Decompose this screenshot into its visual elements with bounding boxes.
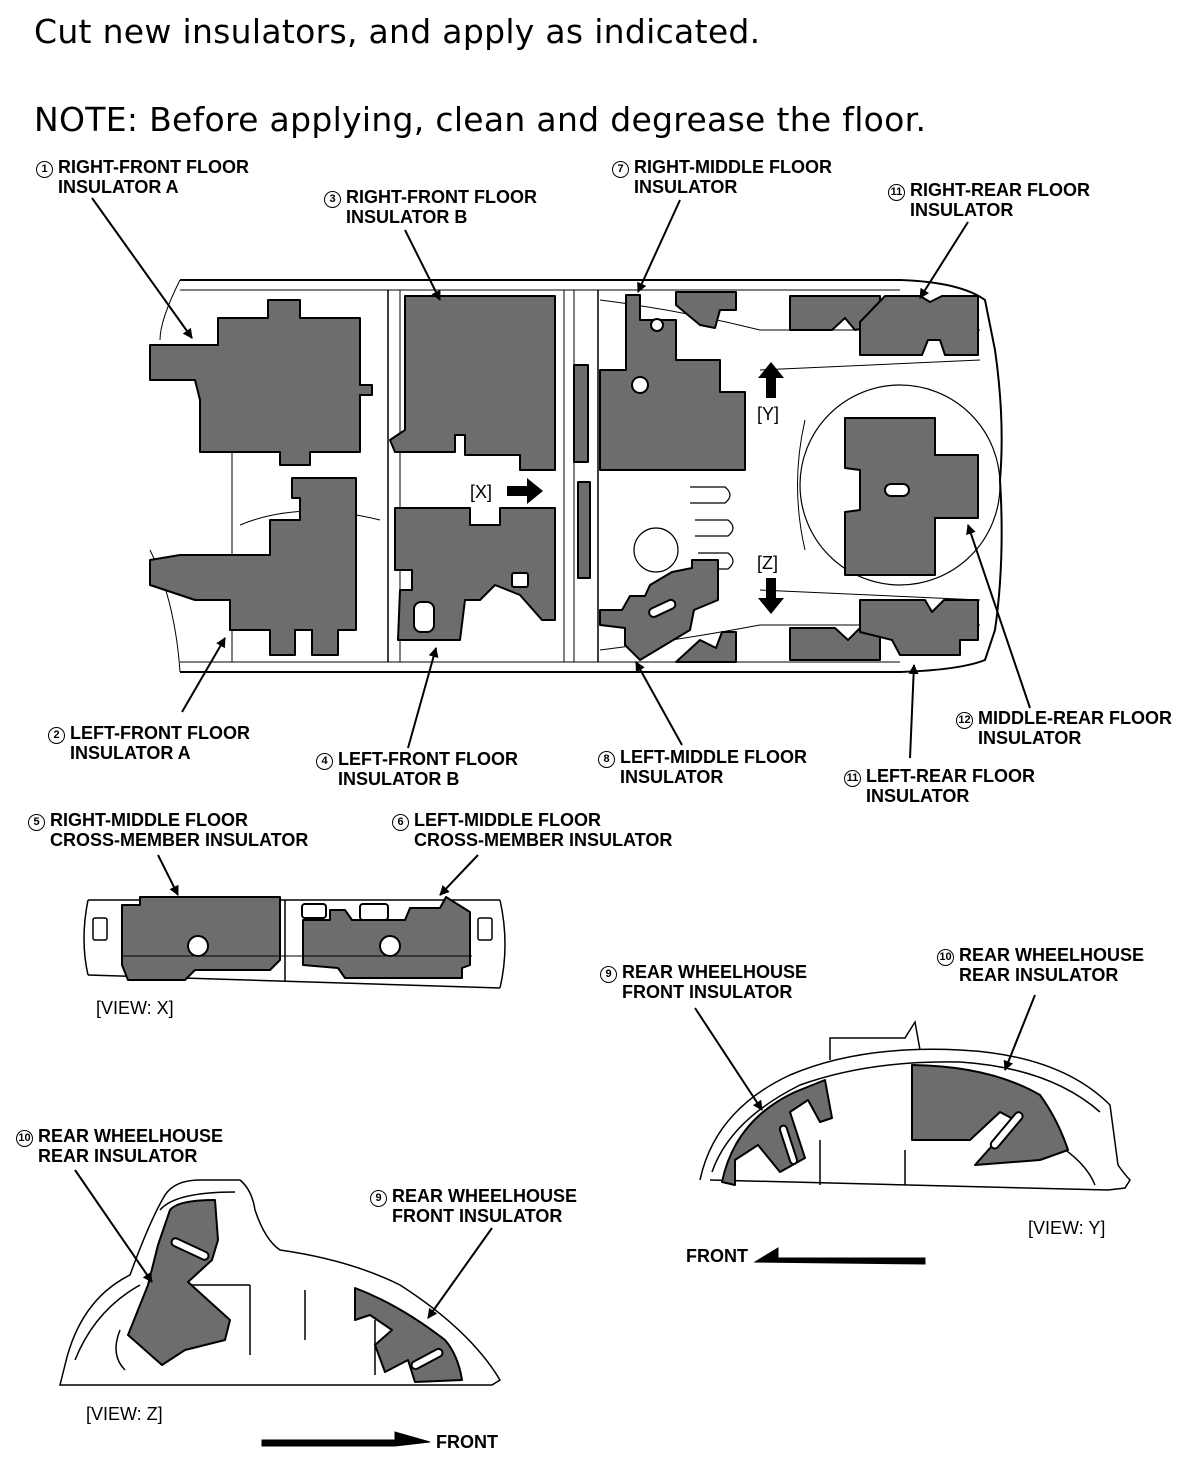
insulator-9-view-z <box>354 1287 463 1383</box>
view-marker-y: [Y] <box>757 404 780 424</box>
insulator-3 <box>389 295 556 471</box>
insulator-7 <box>599 294 746 471</box>
view-caption-z: [VIEW: Z] <box>86 1404 163 1424</box>
insulator-11-left-c <box>859 599 979 656</box>
arrow-y-icon <box>758 362 784 398</box>
insulator-10-view-z <box>127 1199 231 1366</box>
insulator-11-right <box>675 291 737 329</box>
view-marker-z: [Z] <box>757 553 778 573</box>
insulators <box>149 291 979 663</box>
insulator-holes <box>413 318 910 633</box>
insulator-11-right-c <box>859 295 979 356</box>
arrow-z-icon <box>758 578 784 614</box>
insulator-11-left <box>675 631 737 663</box>
instruction-text: Cut new insulators, and apply as indicat… <box>34 12 761 51</box>
view-caption-y: [VIEW: Y] <box>1028 1218 1106 1238</box>
insulator-12 <box>844 417 979 576</box>
view-caption-x: [VIEW: X] <box>96 998 174 1018</box>
insulator-9-view-y <box>721 1079 833 1186</box>
note-text: NOTE: Before applying, clean and degreas… <box>34 100 927 139</box>
front-label-y: FRONT <box>686 1246 748 1266</box>
view-z-diagram <box>59 1169 502 1447</box>
front-arrow-z-icon <box>261 1431 431 1447</box>
front-label-z: FRONT <box>436 1432 498 1452</box>
front-arrow-y-icon <box>753 1247 926 1265</box>
view-x-diagram <box>83 854 506 989</box>
insulator-6-main <box>577 481 591 579</box>
insulator-10-view-y <box>911 1064 1069 1166</box>
insulator-4 <box>394 507 556 641</box>
insulator-5-main <box>573 364 589 463</box>
view-marker-x: [X] <box>470 482 493 502</box>
view-y-diagram <box>694 994 1131 1265</box>
insulator-1 <box>149 299 373 466</box>
floor-outline <box>149 279 1003 673</box>
leader-lines-main <box>91 197 1031 759</box>
arrow-x-icon <box>507 478 543 504</box>
view-arrows <box>507 362 784 614</box>
insulator-2 <box>149 477 357 656</box>
